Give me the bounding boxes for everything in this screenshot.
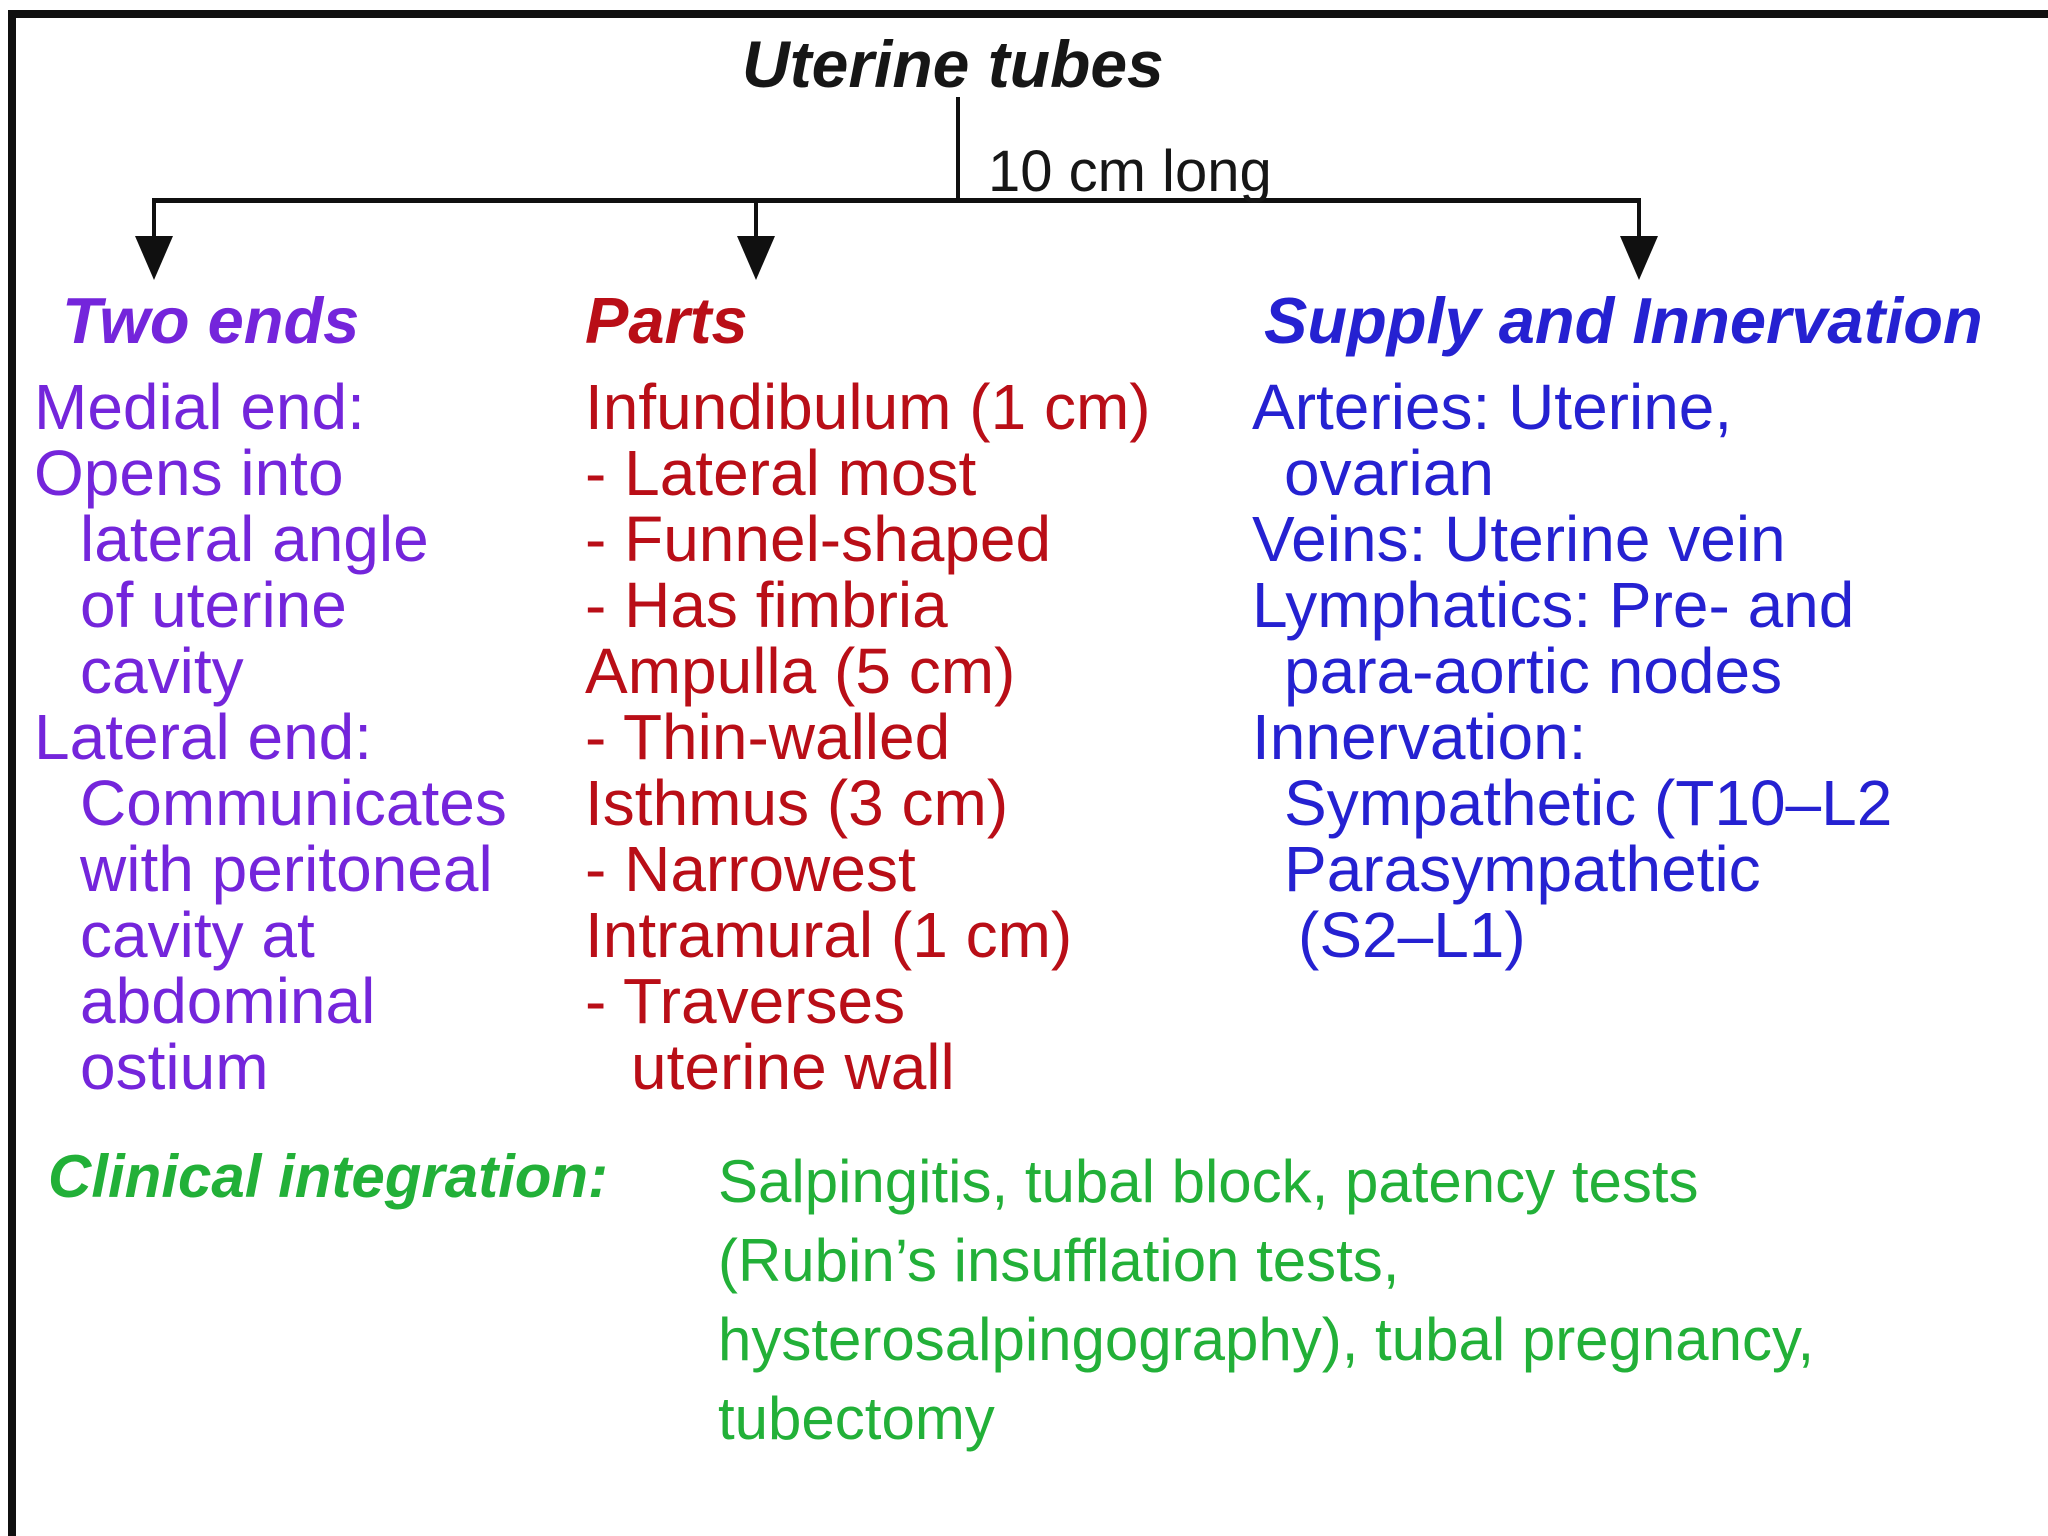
text-line: - Lateral most — [585, 437, 977, 509]
text-line: with peritoneal — [80, 833, 493, 905]
text-line: Ampulla (5 cm) — [585, 635, 1016, 707]
text-line: ostium — [80, 1031, 269, 1103]
text-line: Parasympathetic — [1284, 833, 1761, 905]
text-line: tubectomy — [718, 1385, 995, 1452]
down-arrow-middle-head — [737, 236, 775, 280]
clinical-integration-text: Salpingitis, tubal block, patency tests … — [718, 1142, 1814, 1458]
text-line: Medial end: — [34, 371, 365, 443]
text-line: lateral angle — [80, 503, 429, 575]
text-line: Sympathetic (T10–L2 — [1284, 767, 1893, 839]
column-supply-innervation: Supply and Innervation Arteries: Uterine… — [1252, 284, 1983, 971]
clinical-integration-heading: Clinical integration: — [48, 1143, 609, 1210]
text-line: - Funnel-shaped — [585, 503, 1052, 575]
column-heading-supply-innervation: Supply and Innervation — [1264, 284, 1983, 357]
text-line: Lymphatics: Pre- and — [1252, 569, 1855, 641]
text-line: - Traverses — [585, 965, 906, 1037]
text-line: of uterine — [80, 569, 347, 641]
down-arrow-right — [1637, 198, 1641, 242]
text-line: abdominal — [80, 965, 376, 1037]
text-line: Isthmus (3 cm) — [585, 767, 1009, 839]
text-line: Opens into — [34, 437, 344, 509]
text-line: Arteries: Uterine, — [1252, 371, 1733, 443]
down-arrow-right-head — [1620, 236, 1658, 280]
column-parts: Parts Infundibulum (1 cm) - Lateral most… — [585, 284, 1151, 1103]
title-stem-line — [956, 97, 960, 201]
text-line: para-aortic nodes — [1284, 635, 1783, 707]
text-line: Lateral end: — [34, 701, 373, 773]
text-line: - Narrowest — [585, 833, 916, 905]
column-heading-two-ends: Two ends — [62, 284, 360, 357]
text-line: Infundibulum (1 cm) — [585, 371, 1151, 443]
text-line: - Has fimbria — [585, 569, 948, 641]
branch-rail-line — [152, 198, 1641, 203]
text-line: (Rubin’s insufflation tests, — [718, 1227, 1400, 1294]
text-line: cavity at — [80, 899, 315, 971]
text-line: Communicates — [80, 767, 507, 839]
text-line: Salpingitis, tubal block, patency tests — [718, 1148, 1699, 1215]
column-heading-parts: Parts — [585, 284, 748, 357]
column-two-ends: Two ends Medial end: Opens into lateral … — [34, 284, 507, 1103]
text-line: - Thin-walled — [585, 701, 951, 773]
down-arrow-left — [152, 198, 156, 242]
text-line: uterine wall — [631, 1031, 955, 1103]
text-line: hysterosalpingography), tubal pregnancy, — [718, 1306, 1815, 1373]
text-line: cavity — [80, 635, 244, 707]
down-arrow-middle — [754, 198, 758, 242]
text-line: Veins: Uterine vein — [1252, 503, 1786, 575]
diagram-title: Uterine tubes — [742, 27, 1164, 101]
diagram-border — [8, 10, 2048, 1536]
down-arrow-left-head — [135, 236, 173, 280]
text-line: ovarian — [1284, 437, 1494, 509]
length-label: 10 cm long — [988, 139, 1272, 204]
text-line: Innervation: — [1252, 701, 1587, 773]
text-line: Intramural (1 cm) — [585, 899, 1073, 971]
text-line: (S2–L1) — [1298, 899, 1526, 971]
